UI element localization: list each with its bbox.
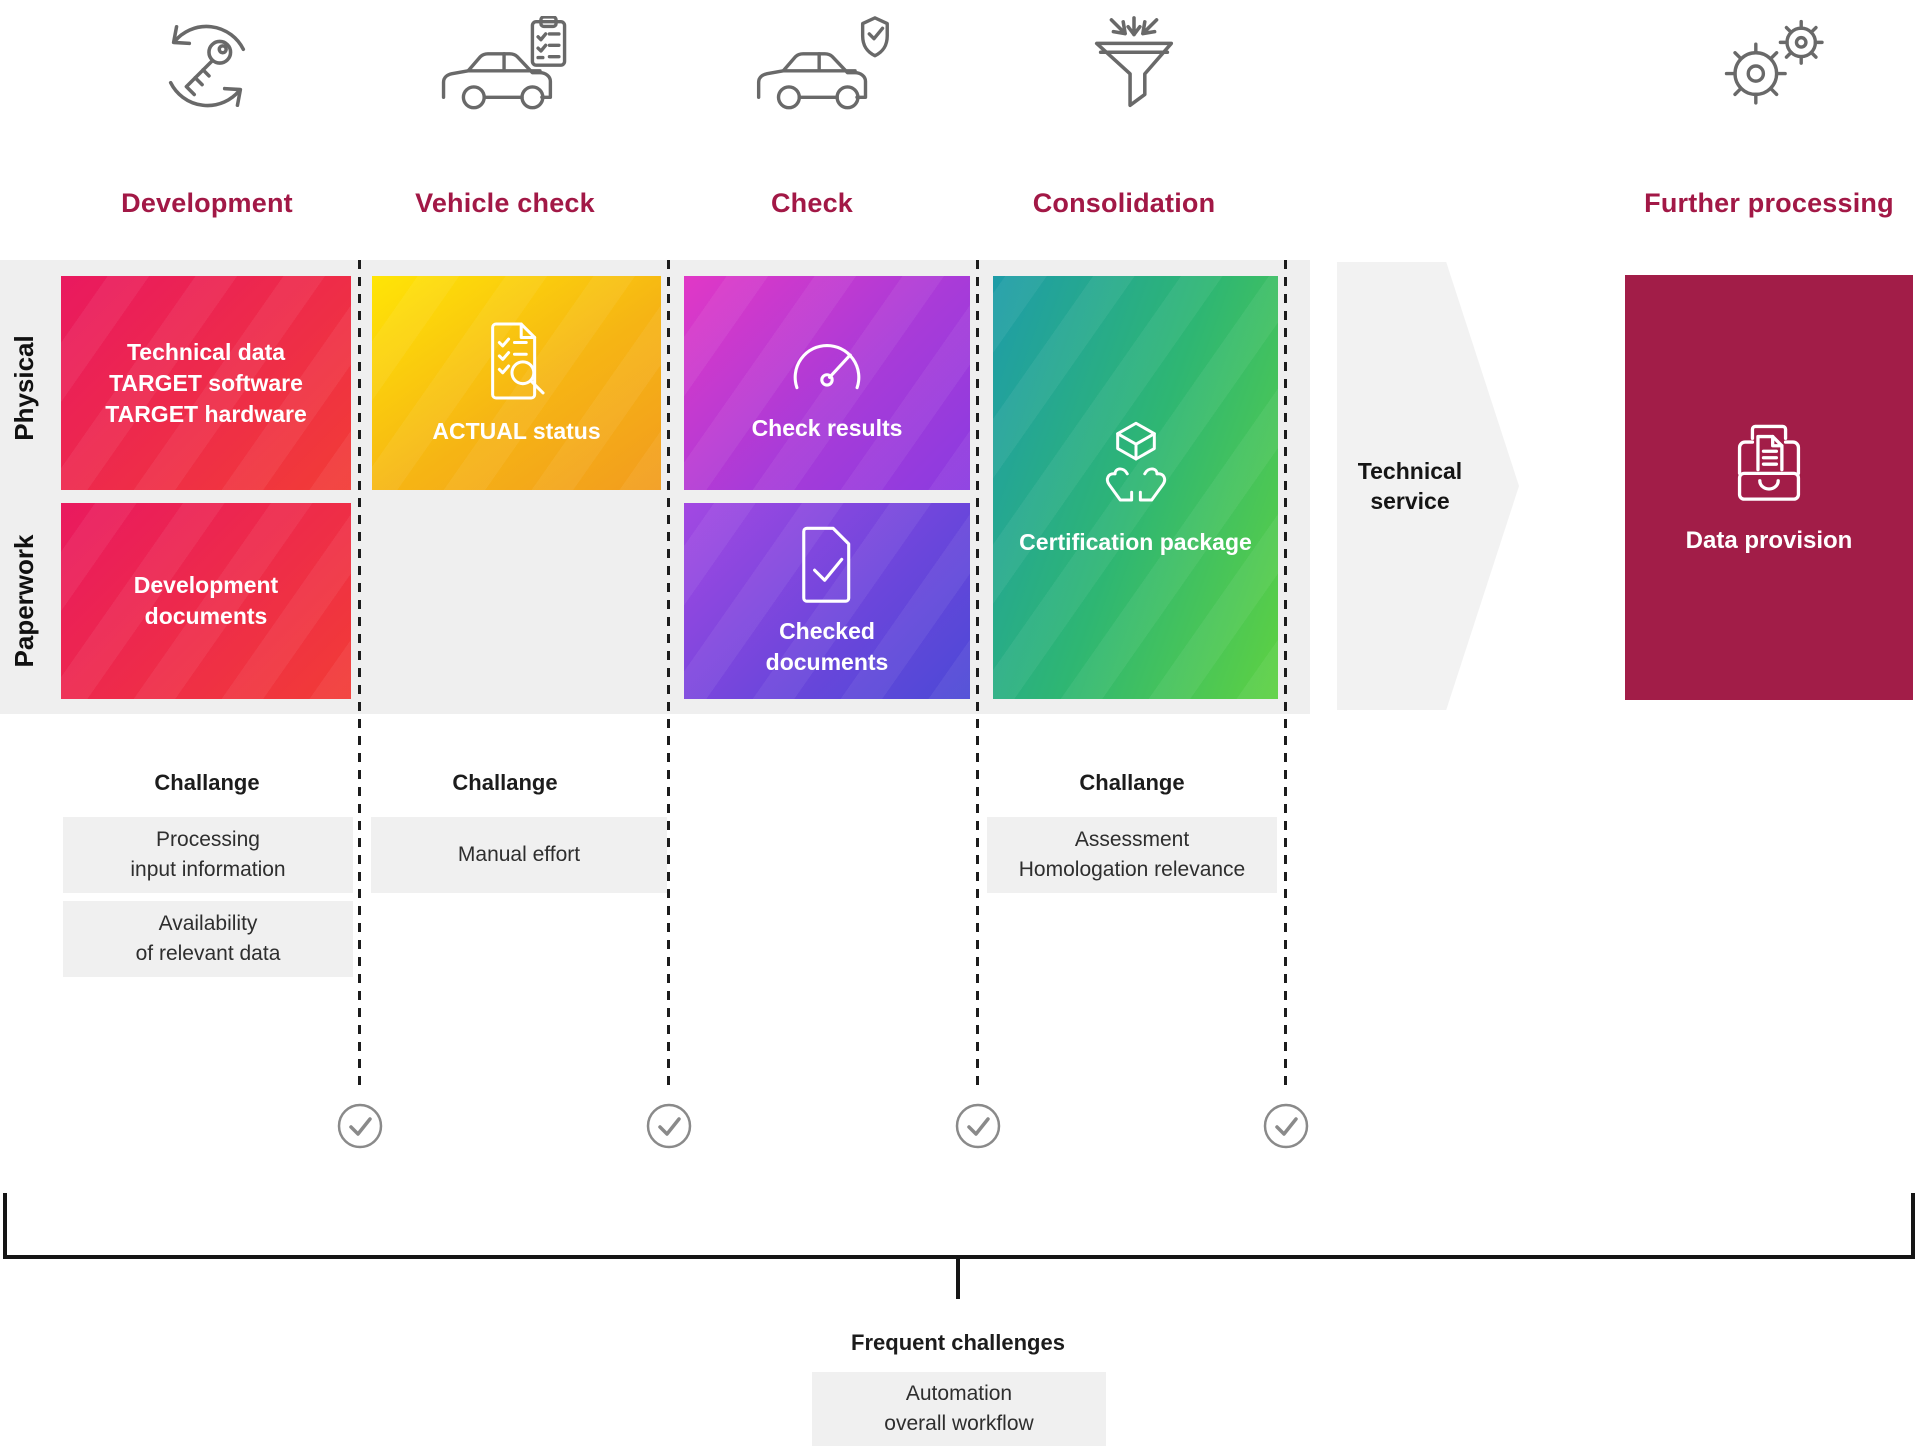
card-label: Check results — [751, 415, 903, 441]
card-development-documents: Development documents — [61, 503, 351, 699]
challenge-heading-consolidation: Challange — [1079, 770, 1185, 795]
row-label-physical: Physical — [9, 335, 39, 441]
technical-service-label: Technical service — [1357, 458, 1463, 514]
key-cycle-icon — [147, 12, 267, 120]
stage-title-consolidation: Consolidation — [1032, 188, 1216, 218]
stage-title-development: Development — [121, 188, 293, 218]
challenge-heading-vehicle-check: Challange — [452, 770, 558, 795]
card-certification-package: Certification package — [993, 276, 1278, 699]
challenge-box-assessment-homologation: Assessment Homologation relevance — [987, 817, 1277, 893]
card-check-results: Check results — [684, 276, 970, 490]
bracket-line — [3, 1255, 1915, 1259]
document-tray-icon — [1723, 420, 1815, 512]
gauge-icon — [784, 322, 870, 400]
card-label: Certification package — [1019, 528, 1252, 555]
card-label: ACTUAL status — [432, 418, 601, 444]
stage-title-vehicle-check: Vehicle check — [415, 188, 595, 218]
card-checked-documents: Checked documents — [684, 503, 970, 699]
challenge-box-processing-input: Processing input information — [63, 817, 353, 893]
hands-box-icon — [1088, 418, 1184, 514]
technical-service-arrow: Technical service — [1337, 262, 1519, 710]
bracket-left-tick — [3, 1193, 7, 1255]
challenge-box-availability-data: Availability of relevant data — [63, 901, 353, 977]
gears-icon — [1700, 14, 1840, 118]
card-data-provision: Data provision — [1625, 275, 1913, 700]
challenge-box-automation-workflow: Automation overall workflow — [812, 1372, 1106, 1446]
stage-separator — [667, 260, 670, 1092]
check-circle-icon — [954, 1102, 1002, 1150]
card-label: Data provision — [1685, 526, 1853, 554]
check-circle-icon — [1262, 1102, 1310, 1150]
bracket-center-tick — [956, 1259, 960, 1299]
document-check-icon — [796, 525, 858, 603]
stage-separator — [976, 260, 979, 1092]
stage-separator — [1284, 260, 1287, 1092]
stage-title-check: Check — [770, 188, 854, 218]
car-shield-icon — [747, 16, 897, 120]
document-search-icon — [479, 319, 555, 403]
check-circle-icon — [645, 1102, 693, 1150]
car-clipboard-icon — [430, 16, 580, 120]
bracket-right-tick — [1911, 1193, 1915, 1255]
funnel-icon — [1074, 12, 1194, 120]
frequent-challenges-title: Frequent challenges — [851, 1330, 1065, 1355]
challenge-heading-development: Challange — [154, 770, 260, 795]
challenge-box-manual-effort: Manual effort — [371, 817, 667, 893]
row-label-paperwork: Paperwork — [9, 534, 39, 668]
stage-separator — [358, 260, 361, 1092]
card-technical-data: Technical data TARGET software TARGET ha… — [61, 276, 351, 490]
card-actual-status: ACTUAL status — [372, 276, 661, 490]
check-circle-icon — [336, 1102, 384, 1150]
stage-title-further-processing: Further processing — [1644, 188, 1894, 218]
